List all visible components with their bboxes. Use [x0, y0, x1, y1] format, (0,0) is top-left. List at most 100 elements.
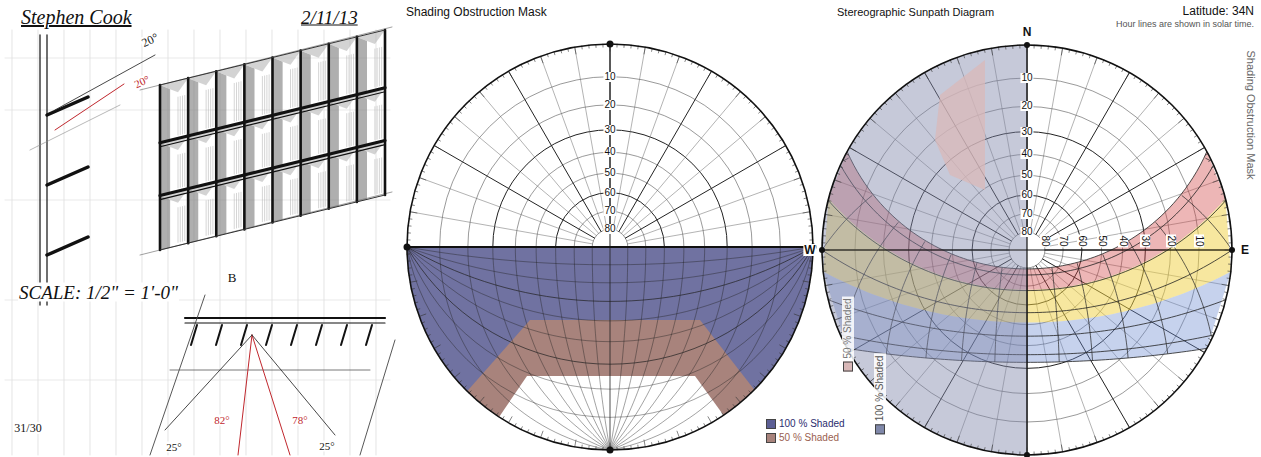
hatch-line: [210, 200, 211, 235]
hatch-line: [210, 89, 211, 127]
grid-line: [12, 30, 13, 455]
hatch-line: [297, 68, 298, 106]
date: 2/11/13: [300, 8, 359, 27]
legend-text: 100 % Shaded: [875, 356, 885, 422]
rim-tick: [957, 57, 959, 64]
rim-tick: [1179, 118, 1184, 122]
hatch-line: [353, 165, 354, 200]
angle-label: 82°: [213, 415, 230, 426]
hatch-line: [379, 106, 380, 139]
hatch-line: [184, 153, 185, 186]
hour-line: [1156, 222, 1212, 336]
hatch-line: [349, 113, 350, 146]
azimuth-line: [627, 253, 801, 316]
fin-shadow: [188, 71, 216, 85]
hatch-line: [178, 208, 179, 243]
construction-line: [30, 105, 120, 150]
rim-tick: [575, 440, 576, 447]
fin-shadow: [273, 115, 283, 168]
hatch-line: [290, 70, 291, 108]
hatch-line: [351, 55, 352, 93]
plan-wall: [185, 322, 385, 323]
fin-plan: [341, 325, 347, 345]
rim-tick: [480, 397, 484, 402]
grid-line: [350, 30, 351, 455]
azimuth-line: [419, 253, 593, 316]
scale-note: SCALE: 1/2" = 1'-0": [18, 283, 179, 302]
azimuth-line: [624, 117, 766, 236]
altitude-label: 80: [1040, 234, 1050, 247]
hatch-line: [269, 185, 270, 220]
rim-tick: [825, 214, 832, 215]
compass-letter: W: [803, 244, 816, 256]
azimuth-line: [541, 264, 604, 438]
fin-elevation: [215, 71, 218, 236]
fin-shadow: [301, 161, 311, 215]
rim-tick: [1213, 180, 1220, 182]
side-title: Shading Obstruction Mask: [1245, 49, 1256, 180]
rim-tick: [991, 445, 992, 452]
hatch-line: [325, 119, 326, 152]
azimuth-line: [434, 256, 594, 349]
fin-shadow: [216, 64, 244, 78]
author-name: Stephen Cook: [20, 7, 133, 27]
hatch-line: [374, 160, 375, 195]
legend-item: 50 % Shaded: [842, 296, 854, 373]
hatch-line: [295, 69, 296, 107]
altitude-label: 30: [1140, 234, 1150, 247]
azimuth-line: [613, 47, 645, 229]
grid-line: [90, 30, 91, 455]
azimuth-line: [627, 212, 809, 244]
hatch-line: [346, 114, 347, 147]
fin-shadow: [244, 175, 254, 229]
fin-shadow: [329, 44, 339, 102]
vertical-line: [610, 247, 684, 450]
fin-plan: [266, 325, 272, 345]
rim-tick: [1095, 436, 1097, 443]
vertical-line: [468, 247, 610, 450]
hatch-line: [264, 76, 265, 114]
section-mark: B: [227, 271, 238, 284]
hatch-line: [266, 75, 267, 113]
cardinal-dot: [1229, 247, 1235, 253]
fin-shadow: [357, 30, 385, 44]
hour-line: [1129, 241, 1168, 353]
legend-text: 50 % Shaded: [843, 298, 853, 358]
rim-tick: [760, 373, 765, 377]
fin-elevation: [299, 51, 302, 216]
hatch-line: [290, 180, 291, 215]
rim-tick: [736, 397, 740, 402]
angle-line: [252, 335, 335, 435]
altitude-label: 10: [1194, 234, 1204, 247]
hatch-line: [381, 105, 382, 138]
fin-section: [47, 237, 88, 255]
fin-elevation: [271, 58, 274, 223]
hatch-line: [292, 69, 293, 107]
shelf-elevation: [160, 145, 385, 200]
rim-tick: [957, 436, 959, 443]
fin-shadow: [216, 71, 226, 129]
rim-tick: [991, 48, 992, 55]
sun-ray: [55, 55, 155, 110]
fin-shadow: [160, 196, 170, 250]
altitude-label: 80: [603, 224, 616, 234]
hatch-line: [241, 139, 242, 172]
altitude-label: 80: [1020, 227, 1033, 237]
hatch-line: [184, 206, 185, 241]
azimuth-line: [434, 146, 594, 239]
mask-fills: [407, 247, 813, 457]
rim-tick: [1061, 48, 1062, 55]
fin-shadow: [188, 136, 198, 189]
legend-item: 100 % Shaded: [874, 354, 886, 437]
fin-plan: [291, 325, 297, 345]
rim-tick: [1198, 148, 1204, 152]
hatch-line: [377, 48, 378, 86]
hatch-line: [320, 62, 321, 100]
hatch-line: [353, 112, 354, 145]
hatch-line: [234, 83, 235, 121]
hatch-line: [238, 82, 239, 120]
hatch-line: [318, 63, 319, 101]
legend-swatch: [766, 419, 776, 429]
rim-tick: [760, 117, 765, 121]
hour-line: [1103, 255, 1128, 358]
